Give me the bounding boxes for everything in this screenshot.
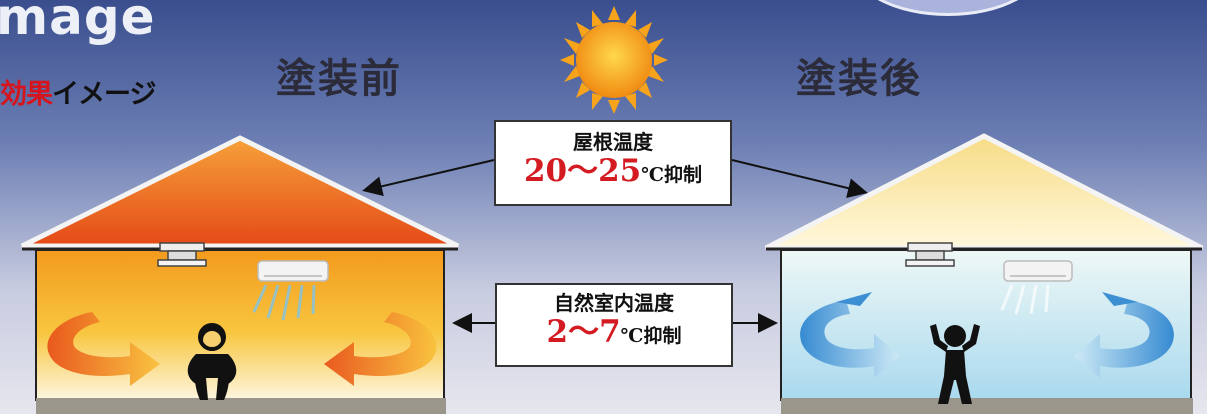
- cool-arrow-right: [1074, 292, 1174, 378]
- subtitle-text: イメージ: [52, 79, 156, 110]
- roof-callout-value: 20～25: [523, 153, 642, 189]
- page-subtitle: 効果イメージ: [0, 72, 156, 111]
- room-temperature-callout: 自然室内温度 2～7℃抑制: [495, 283, 733, 367]
- roof-vent-icon: [905, 242, 955, 267]
- roof-callout-unit: ℃抑制: [641, 164, 703, 186]
- house-after-label: 塗装後: [796, 55, 922, 102]
- house-before-label: 塗装前: [276, 55, 402, 102]
- page-title-fragment: mage: [0, 0, 156, 46]
- house-before: [20, 135, 460, 414]
- heat-arrow-left: [47, 312, 160, 386]
- room-callout-unit: ℃抑制: [620, 325, 682, 347]
- roof-temperature-callout: 屋根温度 20～25℃抑制: [494, 120, 732, 206]
- air-conditioner-icon: [1000, 260, 1073, 315]
- room-callout-heading: 自然室内温度: [554, 291, 674, 315]
- roof-vent-icon: [157, 242, 207, 267]
- cool-arrow-left: [800, 292, 900, 378]
- person-cool-icon: [930, 324, 980, 404]
- person-hot-icon: [187, 323, 237, 400]
- room-callout-value: 2～7: [546, 314, 621, 350]
- roof-callout-heading: 屋根温度: [573, 130, 653, 154]
- house-after: [764, 133, 1204, 414]
- sun-icon: [560, 6, 668, 114]
- subtitle-highlight: 効果: [0, 79, 53, 110]
- heat-arrow-right: [324, 312, 437, 386]
- air-conditioner-icon: [252, 260, 329, 321]
- roof-callout-arrows: [362, 159, 868, 198]
